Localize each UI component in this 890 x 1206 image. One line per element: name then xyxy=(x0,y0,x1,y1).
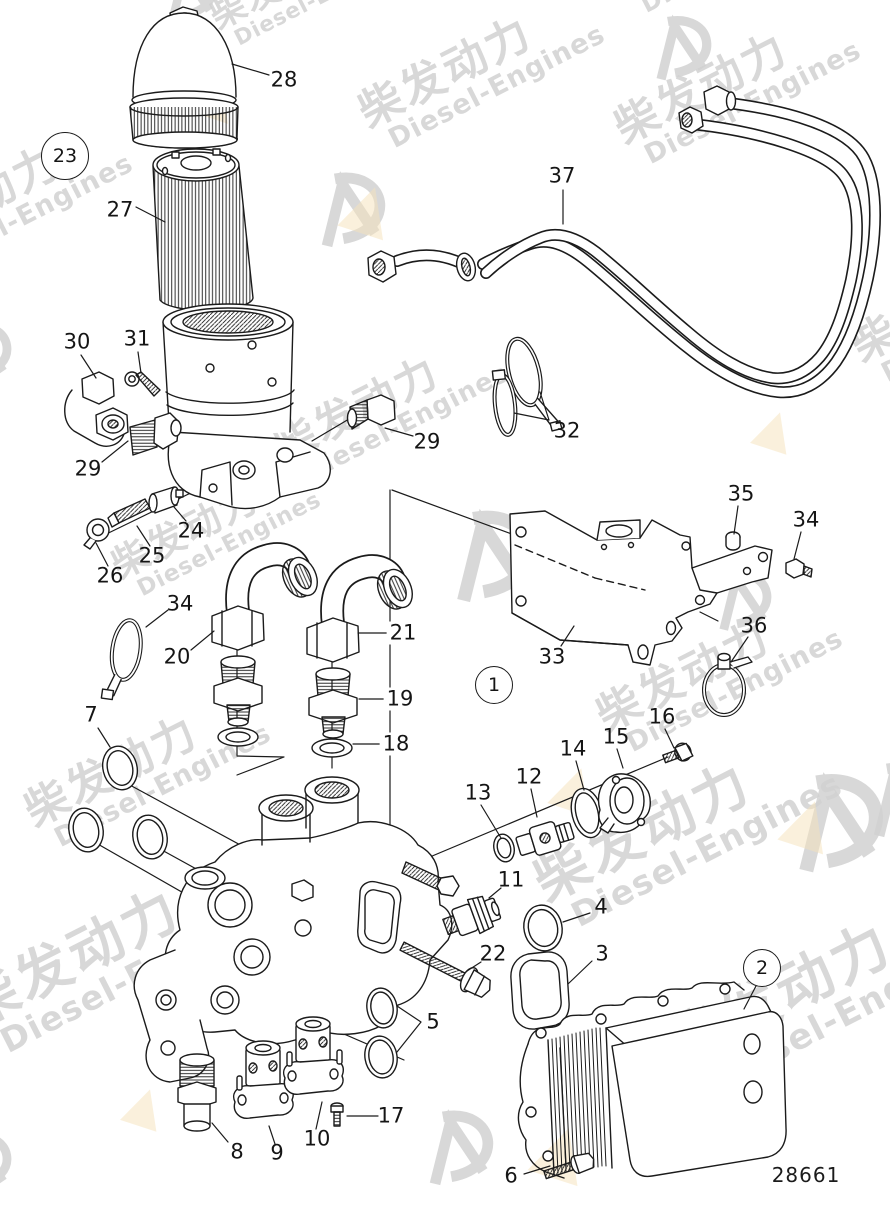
callout-16: 16 xyxy=(648,704,676,729)
part-8-fitting xyxy=(178,1054,216,1131)
callout-29: 29 xyxy=(413,429,441,454)
callout-22: 22 xyxy=(479,941,507,966)
part-32-cable-ties xyxy=(491,333,561,437)
part-5-orings xyxy=(362,986,401,1081)
callout-3: 3 xyxy=(595,941,609,966)
part-19-adapter-right xyxy=(309,668,357,738)
part-29-plug xyxy=(348,395,396,429)
callout-24: 24 xyxy=(177,518,205,543)
callout-1: 1 xyxy=(475,666,513,704)
part-2-oil-cooler xyxy=(518,982,786,1178)
callout-21: 21 xyxy=(386,621,420,645)
part-15-cover xyxy=(599,774,651,833)
part-14-oring xyxy=(566,785,607,841)
part-9-valve xyxy=(234,1041,294,1118)
part-7-orings xyxy=(65,743,171,863)
callout-26: 26 xyxy=(96,563,124,588)
part-10-valve xyxy=(284,1017,344,1094)
callout-34: 34 xyxy=(166,591,194,616)
callout-37: 37 xyxy=(548,163,576,188)
part-31-screw xyxy=(125,372,160,396)
part-16-bolt xyxy=(661,741,693,767)
callout-23: 23 xyxy=(41,132,89,180)
part-17-screw xyxy=(331,1103,343,1126)
callout-28: 28 xyxy=(270,67,298,92)
part-24-sleeve xyxy=(149,487,183,513)
callout-15: 15 xyxy=(602,724,630,749)
callout-20: 20 xyxy=(163,644,191,669)
callout-27: 27 xyxy=(106,197,134,222)
callout-33: 33 xyxy=(538,644,566,669)
part-27-filter-element xyxy=(153,149,253,310)
filter-housing xyxy=(163,304,330,509)
callout-11: 11 xyxy=(497,867,525,892)
part-25-stud xyxy=(108,499,150,527)
part-34-cable-tie-left xyxy=(101,618,144,703)
drawing-number: 28661 xyxy=(771,1163,841,1187)
part-18-washers xyxy=(218,728,352,757)
part-33-bracket xyxy=(510,511,772,665)
part-36-cable-tie xyxy=(704,654,752,716)
part-4-oring xyxy=(520,902,567,955)
callout-30: 30 xyxy=(63,329,91,354)
part-29-nipple xyxy=(130,413,181,455)
part-12-piston xyxy=(514,816,576,860)
callout-34: 34 xyxy=(792,507,820,532)
callout-5: 5 xyxy=(426,1009,440,1034)
part-3-gasket xyxy=(511,952,569,1029)
callout-25: 25 xyxy=(138,543,166,568)
callout-7: 7 xyxy=(84,702,98,727)
part-28-filter-cap xyxy=(130,7,238,148)
callout-8: 8 xyxy=(230,1139,244,1164)
callout-13: 13 xyxy=(464,780,492,805)
callout-10: 10 xyxy=(303,1126,331,1151)
part-21-elbow-union xyxy=(307,564,418,662)
part-22-bolt xyxy=(396,934,495,1002)
callout-36: 36 xyxy=(740,613,768,638)
part-26-screw xyxy=(84,519,109,549)
part-11-sensor xyxy=(439,891,504,944)
callout-2: 2 xyxy=(743,949,781,987)
callout-31: 31 xyxy=(123,326,151,351)
callout-35: 35 xyxy=(727,481,755,506)
part-6-bolt xyxy=(542,1150,596,1183)
callout-12: 12 xyxy=(515,764,543,789)
callout-19: 19 xyxy=(383,687,417,711)
part-37-hose-assembly xyxy=(368,86,875,392)
part-35-nut xyxy=(726,532,740,550)
part-20-elbow-union xyxy=(212,552,323,650)
callout-29: 29 xyxy=(74,456,102,481)
part-19-adapter-left xyxy=(214,656,262,726)
callout-4: 4 xyxy=(594,894,608,919)
callout-9: 9 xyxy=(270,1140,284,1165)
callout-6: 6 xyxy=(504,1163,518,1188)
callout-18: 18 xyxy=(379,732,413,756)
part-34-screw-right xyxy=(786,559,812,578)
part-30-elbow-fitting xyxy=(65,372,128,446)
callout-17: 17 xyxy=(377,1103,405,1128)
callout-32: 32 xyxy=(553,418,581,443)
callout-14: 14 xyxy=(559,736,587,761)
leader-lines xyxy=(81,64,801,1174)
part-13-oring xyxy=(491,832,517,864)
